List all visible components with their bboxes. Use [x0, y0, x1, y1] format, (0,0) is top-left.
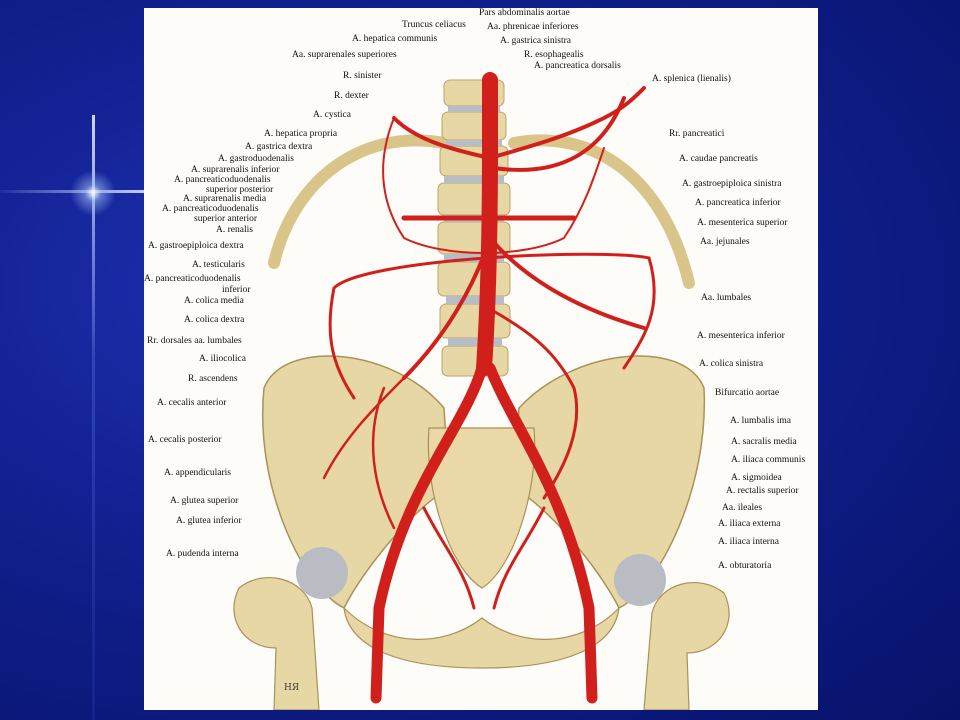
label-gastrica-sinistra: A. gastrica sinistra [500, 36, 571, 46]
label-iliaca-communis: A. iliaca communis [731, 455, 806, 465]
label-lumbalis-ima: A. lumbalis ima [730, 416, 791, 426]
pubic-arch [343, 606, 620, 669]
label-renalis: A. renalis [216, 225, 253, 235]
vertical-accent-line [92, 115, 95, 720]
abdominal-aorta [476, 72, 498, 376]
hip-joint-cartilage [296, 547, 666, 606]
artist-signature: НЯ [284, 683, 299, 693]
label-cecalis-anterior: A. cecalis anterior [157, 398, 227, 408]
internal-iliac-branches [422, 506, 546, 610]
label-glutea-inferior: A. glutea inferior [176, 516, 242, 526]
label-suprarenalis-media: A. suprarenalis media [183, 194, 267, 204]
label-gastroepiploica-dextra: A. gastroepiploica dextra [148, 241, 244, 251]
label-testicularis: A. testicularis [192, 260, 245, 270]
gastroepiploic-arcade [382, 117, 605, 254]
label-iliaca-externa: A. iliaca externa [718, 519, 781, 529]
left-femur [643, 582, 730, 710]
label-gastrica-dextra: A. gastrica dextra [245, 142, 313, 152]
label-r-dexter: R. dexter [334, 91, 369, 101]
right-femur [233, 577, 320, 710]
inferior-mesenteric [486, 306, 579, 500]
label-colica-dextra: A. colica dextra [184, 315, 245, 325]
right-rib [508, 134, 695, 289]
label-inferior: inferior [222, 285, 251, 295]
right-ilium [262, 355, 450, 610]
splenic-artery [492, 96, 626, 172]
label-suprarenalis-inferior: A. suprarenalis inferior [191, 165, 280, 175]
ileocolic-branches [322, 376, 406, 530]
left-rib [268, 134, 450, 269]
label-rectalis-superior: A. rectalis superior [726, 486, 799, 496]
celiac-branches [392, 86, 646, 160]
label-superior-posterior: superior posterior [206, 185, 274, 195]
label-colica-sinistra: A. colica sinistra [699, 359, 764, 369]
sacrum [427, 427, 536, 589]
label-cecalis-posterior: A. cecalis posterior [148, 435, 222, 445]
label-r-sinister: R. sinister [343, 71, 382, 81]
label-appendicularis: A. appendicularis [164, 468, 232, 478]
label-gastroepiploica-sinistra: A. gastroepiploica sinistra [682, 179, 782, 189]
label-caudae-pancreatis: A. caudae pancreatis [679, 154, 758, 164]
label-mesenterica-superior: A. mesenterica superior [697, 218, 788, 228]
label-pancreaticoduodenalis-1: A. pancreaticoduodenalis [174, 175, 271, 185]
label-hepatica-propria: A. hepatica propria [264, 129, 338, 139]
label-cystica: A. cystica [313, 110, 351, 120]
label-sigmoidea: A. sigmoidea [731, 473, 782, 483]
label-colica-media: A. colica media [184, 296, 244, 306]
label-esophagealis: R. esophagealis [524, 50, 584, 60]
accent-sparkle [70, 170, 116, 216]
label-sacralis-media: A. sacralis media [731, 437, 797, 447]
label-gastroduodenalis: A. gastroduodenalis [218, 154, 294, 164]
label-splenica: A. splenica (lienalis) [652, 74, 731, 84]
anatomy-illustration: НЯ [233, 72, 730, 710]
label-obturatoria: A. obturatoria [718, 561, 772, 571]
label-pars-abdominalis: Pars abdominalis aortae [479, 8, 570, 18]
label-pancreaticoduodenalis-3: A. pancreaticoduodenalis [144, 274, 241, 284]
label-suprarenales-superiores: Aa. suprarenales superiores [292, 50, 397, 60]
label-truncus-celiacus: Truncus celiacus [402, 20, 466, 30]
vertebral-column [437, 79, 511, 377]
right-common-iliac [370, 362, 488, 704]
colic-arcade [328, 252, 656, 400]
label-ileales: Aa. ileales [722, 503, 763, 513]
left-common-iliac [484, 362, 598, 704]
label-iliaca-interna: A. iliaca interna [718, 537, 779, 547]
label-phrenicae-inferiores: Aa. phrenicae inferiores [487, 22, 579, 32]
label-pudenda-interna: A. pudenda interna [166, 549, 239, 559]
label-lumbales: Aa. lumbales [701, 293, 752, 303]
label-hepatica-communis: A. hepatica communis [352, 34, 438, 44]
label-mesenterica-inferior: A. mesenterica inferior [697, 331, 785, 341]
label-pancreatica-dorsalis: A. pancreatica dorsalis [534, 61, 621, 71]
label-pancreaticoduodenalis-2: A. pancreaticoduodenalis [162, 204, 259, 214]
label-r-ascendens: R. ascendens [188, 374, 238, 384]
label-iliocolica: A. iliocolica [199, 354, 246, 364]
label-pancreatica-inferior: A. pancreatica inferior [695, 198, 781, 208]
label-dorsales-lumbales: Rr. dorsales aa. lumbales [147, 336, 242, 346]
label-glutea-superior: A. glutea superior [170, 496, 239, 506]
arterial-tree [322, 72, 656, 704]
label-jejunales: Aa. jejunales [700, 237, 750, 247]
label-superior-anterior: superior anterior [194, 214, 258, 224]
anatomy-figure: НЯ Pars abdominalis aortae Truncus celia… [144, 8, 818, 710]
label-bifurcatio-aortae: Bifurcatio aortae [715, 388, 780, 398]
label-rr-pancreatici: Rr. pancreatici [669, 129, 725, 139]
